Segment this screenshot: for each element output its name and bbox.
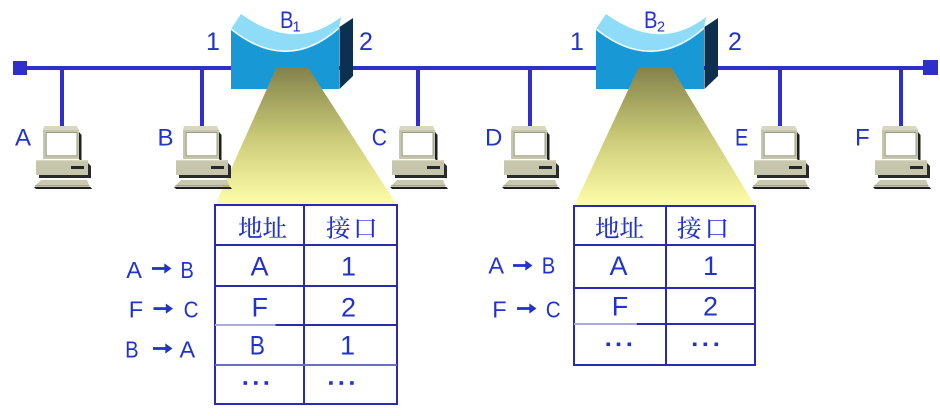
- svg-text:F: F: [252, 293, 269, 323]
- svg-text:1: 1: [340, 331, 355, 361]
- svg-text:2: 2: [359, 28, 373, 56]
- svg-text:C: C: [184, 297, 199, 323]
- svg-text:B: B: [125, 337, 139, 363]
- svg-text:F: F: [492, 297, 506, 323]
- svg-text:B: B: [644, 7, 658, 34]
- svg-text:B: B: [542, 253, 556, 279]
- svg-text:F: F: [129, 297, 143, 323]
- svg-text:B: B: [158, 125, 174, 152]
- svg-text:A: A: [609, 251, 627, 281]
- svg-text:2: 2: [657, 20, 665, 36]
- svg-text:1: 1: [703, 251, 718, 281]
- svg-text:B: B: [250, 331, 265, 361]
- svg-text:C: C: [372, 125, 387, 152]
- svg-text:F: F: [855, 125, 870, 152]
- svg-text:A: A: [180, 337, 196, 363]
- svg-text:2: 2: [728, 28, 742, 56]
- svg-text:1: 1: [341, 252, 356, 282]
- svg-text:A: A: [250, 252, 268, 282]
- svg-text:C: C: [546, 297, 561, 323]
- svg-text:2: 2: [341, 293, 356, 323]
- svg-text:E: E: [735, 125, 748, 152]
- svg-text:D: D: [485, 125, 502, 152]
- svg-text:1: 1: [206, 28, 220, 56]
- svg-text:2: 2: [703, 292, 718, 322]
- svg-text:1: 1: [570, 28, 584, 56]
- svg-text:A: A: [126, 257, 142, 283]
- svg-text:A: A: [488, 253, 504, 279]
- svg-text:B: B: [280, 7, 294, 34]
- svg-text:F: F: [612, 292, 629, 322]
- svg-text:A: A: [15, 125, 31, 152]
- svg-text:1: 1: [293, 20, 301, 36]
- svg-text:B: B: [180, 257, 194, 283]
